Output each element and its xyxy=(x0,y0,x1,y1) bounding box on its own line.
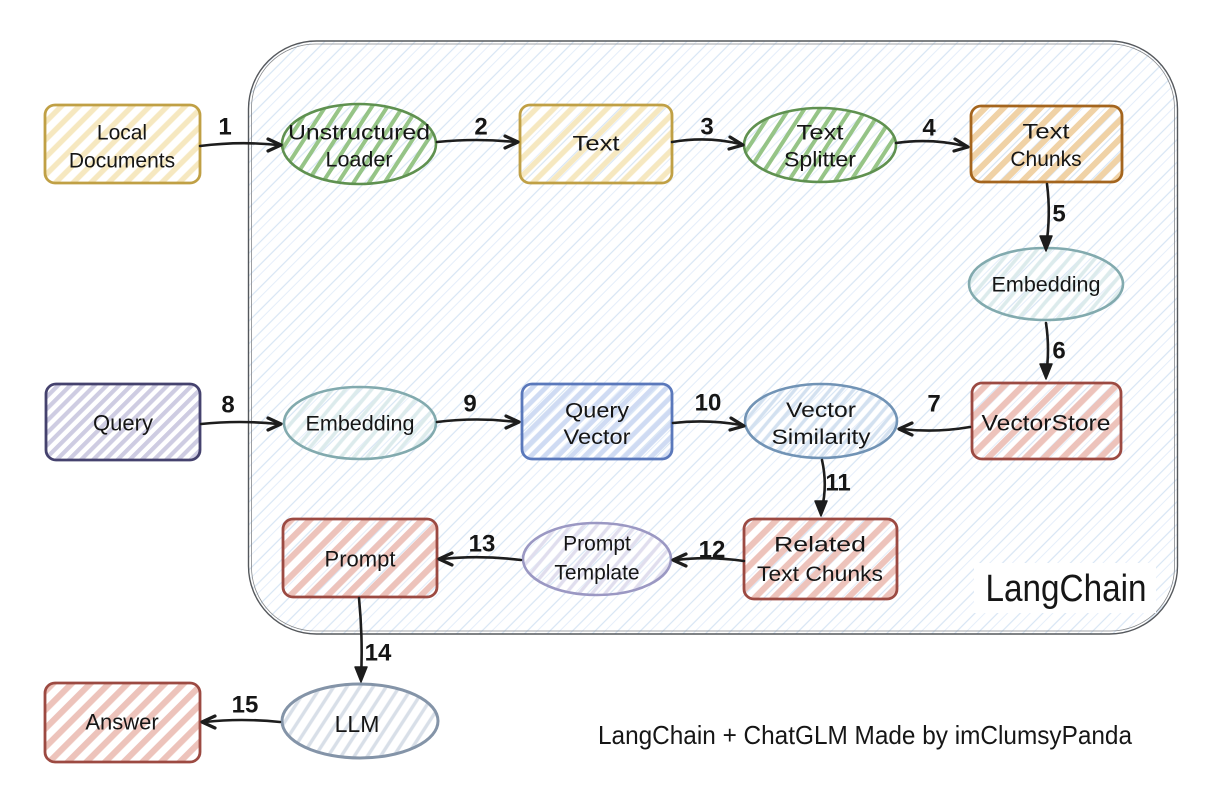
svg-text:Prompt: Prompt xyxy=(563,533,631,556)
svg-text:8: 8 xyxy=(221,392,234,419)
svg-text:4: 4 xyxy=(922,115,936,142)
svg-text:Similarity: Similarity xyxy=(772,426,872,449)
svg-text:Embedding: Embedding xyxy=(306,413,415,436)
svg-text:1: 1 xyxy=(218,114,231,141)
svg-text:Unstructured: Unstructured xyxy=(288,122,430,145)
svg-text:Local: Local xyxy=(97,122,147,145)
svg-text:Text: Text xyxy=(1023,121,1070,144)
svg-text:6: 6 xyxy=(1052,338,1065,365)
svg-text:10: 10 xyxy=(695,390,722,417)
svg-text:VectorStore: VectorStore xyxy=(982,411,1111,436)
svg-text:Text: Text xyxy=(573,133,620,156)
svg-text:Splitter: Splitter xyxy=(784,149,856,172)
svg-text:2: 2 xyxy=(474,114,487,141)
svg-text:11: 11 xyxy=(825,470,850,497)
svg-text:Vector: Vector xyxy=(786,399,856,422)
svg-text:Query: Query xyxy=(93,411,153,436)
svg-text:Prompt: Prompt xyxy=(325,547,396,572)
svg-text:7: 7 xyxy=(927,391,940,418)
svg-text:Chunks: Chunks xyxy=(1010,148,1081,171)
svg-text:LangChain + ChatGLM Made by im: LangChain + ChatGLM Made by imClumsyPand… xyxy=(598,720,1133,750)
svg-text:Vector: Vector xyxy=(564,426,631,449)
svg-text:LLM: LLM xyxy=(335,711,380,737)
svg-text:Loader: Loader xyxy=(326,149,393,172)
svg-text:13: 13 xyxy=(469,531,496,558)
svg-text:Embedding: Embedding xyxy=(992,274,1101,297)
svg-text:Text: Text xyxy=(797,122,844,145)
svg-text:15: 15 xyxy=(232,692,259,719)
svg-text:Related: Related xyxy=(774,534,866,557)
svg-text:Documents: Documents xyxy=(69,150,175,173)
svg-text:LangChain: LangChain xyxy=(986,568,1147,610)
svg-text:12: 12 xyxy=(699,537,726,564)
svg-text:14: 14 xyxy=(365,640,392,667)
svg-text:3: 3 xyxy=(700,114,713,141)
svg-text:Text Chunks: Text Chunks xyxy=(757,563,883,586)
svg-text:9: 9 xyxy=(463,391,476,418)
svg-text:Query: Query xyxy=(565,400,630,423)
svg-text:5: 5 xyxy=(1052,201,1065,228)
svg-text:Answer: Answer xyxy=(85,710,158,735)
svg-text:Template: Template xyxy=(554,562,639,585)
